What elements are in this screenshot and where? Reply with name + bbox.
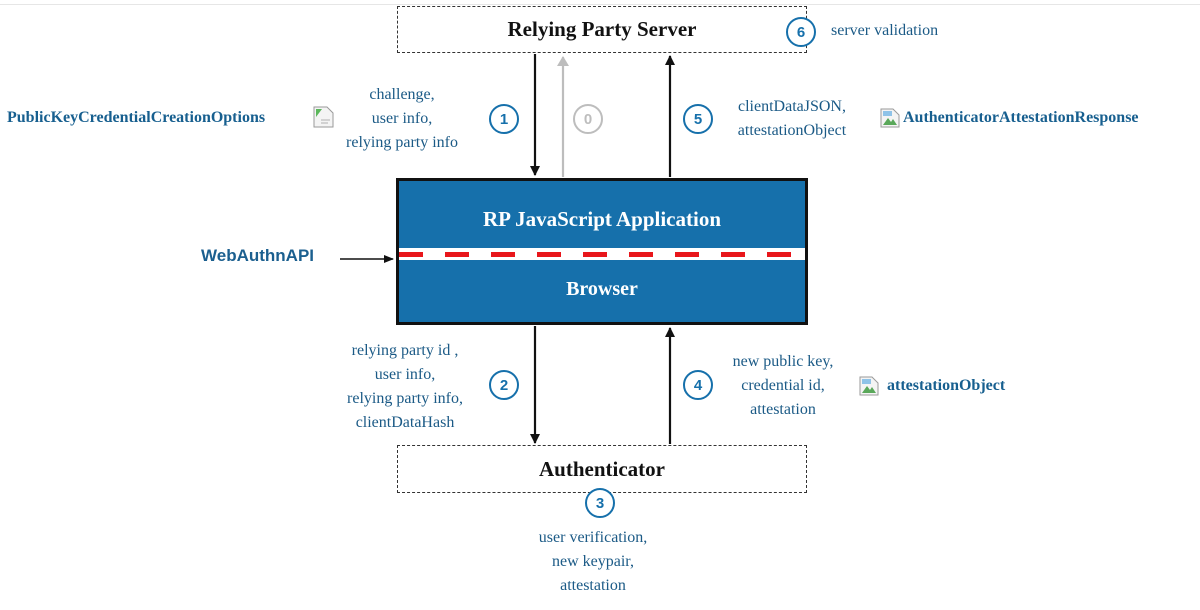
attestation-response-label: AuthenticatorAttestationResponse xyxy=(903,109,1139,126)
browser-label: Browser xyxy=(566,278,638,300)
webauthn-boundary xyxy=(399,248,805,260)
step-4-badge: 4 xyxy=(683,370,713,400)
rp-app-label: RP JavaScript Application xyxy=(482,207,722,231)
top-divider xyxy=(0,4,1200,5)
rp-app-browser-box: RP JavaScript Application Browser xyxy=(396,178,808,325)
authenticator: Authenticator xyxy=(397,445,807,493)
authenticator-label: Authenticator xyxy=(539,456,665,481)
relying-party-server: Relying Party Server xyxy=(397,6,807,53)
webauthn-api-label: WebAuthnAPI xyxy=(201,246,315,265)
step-4-text: new public key, credential id, attestati… xyxy=(732,353,834,418)
step-2-text: relying party id , user info, relying pa… xyxy=(347,342,463,431)
step-2-badge: 2 xyxy=(489,370,519,400)
step-3-text: user verification, new keypair, attestat… xyxy=(538,529,648,594)
image-placeholder-icon xyxy=(313,106,334,128)
step-5-badge: 5 xyxy=(683,104,713,134)
step-1-badge: 1 xyxy=(489,104,519,134)
creation-options-label: PublicKeyCredentialCreationOptions xyxy=(7,109,266,126)
broken-image-icon xyxy=(880,108,900,128)
step-0-badge: 0 xyxy=(573,104,603,134)
relying-party-server-label: Relying Party Server xyxy=(507,17,697,41)
step-6-badge: 6 xyxy=(786,17,816,47)
step-3-badge: 3 xyxy=(585,488,615,518)
step-1-text: challenge, user info, relying party info xyxy=(346,86,458,151)
broken-image-icon xyxy=(859,376,879,396)
step-5-text: clientDataJSON, attestationObject xyxy=(737,98,847,139)
step-6-text: server validation xyxy=(831,22,939,39)
attestation-object-label: attestationObject xyxy=(887,377,1006,394)
